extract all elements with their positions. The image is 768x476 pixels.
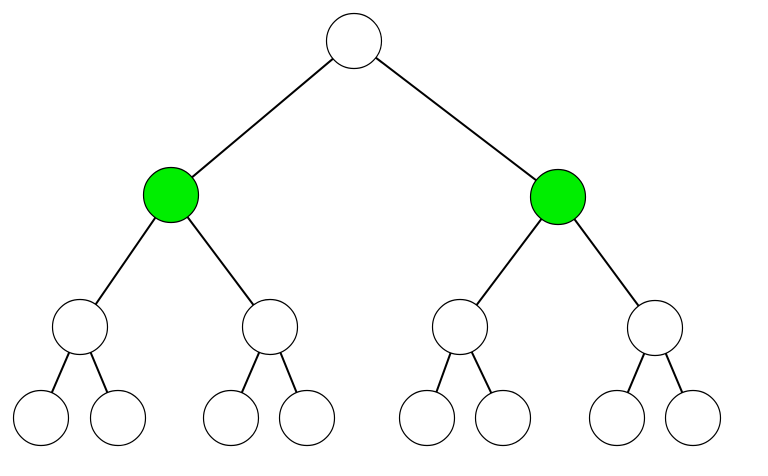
tree-edge-n0-n2 bbox=[375, 56, 537, 182]
tree-edge-n5-n12 bbox=[470, 351, 493, 394]
tree-edge-n3-n7 bbox=[50, 351, 71, 394]
tree-node-n8 bbox=[89, 389, 147, 447]
tree-nodes bbox=[12, 12, 722, 447]
highlighted-tree-node-n1 bbox=[142, 166, 200, 224]
tree-node-n3 bbox=[51, 298, 109, 356]
tree-node-n13 bbox=[588, 389, 646, 447]
tree-edge-n6-n14 bbox=[664, 352, 684, 394]
tree-node-n4 bbox=[241, 298, 299, 356]
tree-node-n10 bbox=[278, 389, 336, 447]
tree-edge-n3-n8 bbox=[89, 352, 109, 393]
tree-node-n9 bbox=[202, 389, 260, 447]
tree-node-n12 bbox=[474, 389, 532, 447]
tree-node-n7 bbox=[12, 389, 70, 447]
tree-node-n0 bbox=[325, 12, 383, 70]
tree-edge-n1-n3 bbox=[94, 217, 157, 305]
tree-node-n6 bbox=[626, 299, 684, 357]
tree-edge-n4-n9 bbox=[240, 351, 261, 394]
tree-edge-n4-n10 bbox=[279, 352, 298, 393]
tree-edge-n1-n4 bbox=[186, 216, 255, 306]
tree-node-n14 bbox=[664, 389, 722, 447]
tree-edge-n2-n5 bbox=[475, 218, 543, 306]
tree-edge-n6-n13 bbox=[626, 352, 646, 394]
tree-edge-n2-n6 bbox=[573, 218, 640, 307]
highlighted-tree-node-n2 bbox=[529, 168, 587, 226]
tree-edge-n5-n11 bbox=[435, 352, 452, 393]
tree-edge-n0-n1 bbox=[191, 57, 334, 179]
tree-node-n5 bbox=[431, 298, 489, 356]
tree-edges bbox=[50, 56, 684, 394]
tree-node-n11 bbox=[398, 389, 456, 447]
